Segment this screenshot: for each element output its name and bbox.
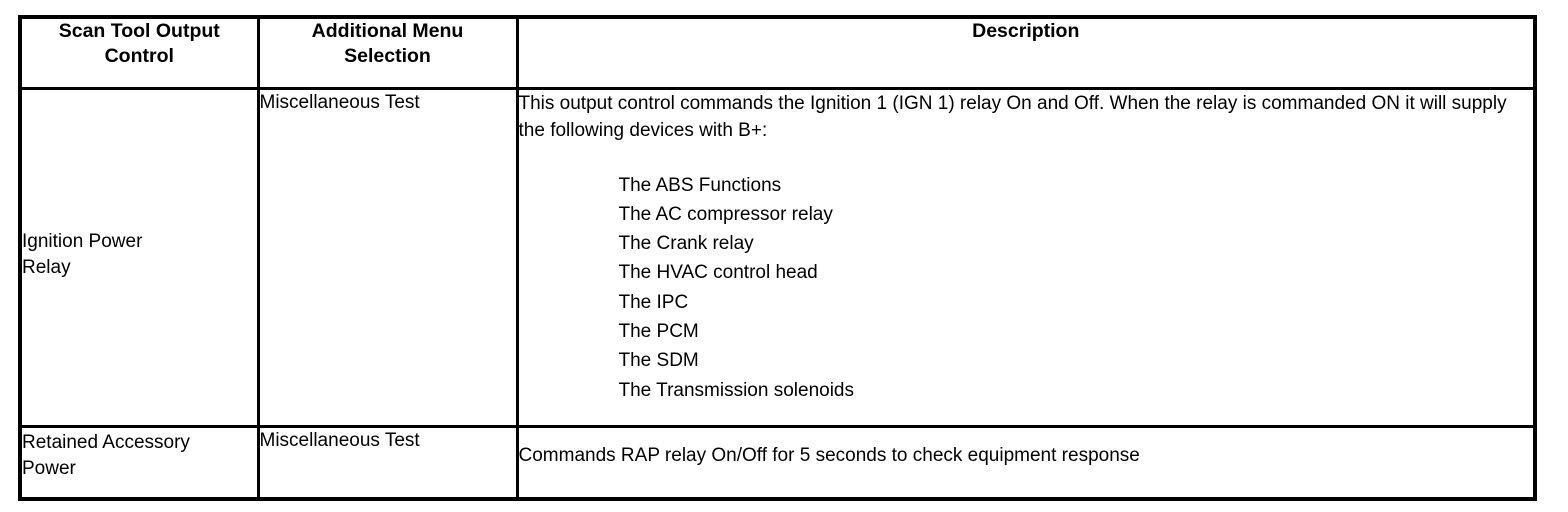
- list-item: The PCM: [618, 320, 699, 342]
- list-item: The ABS Functions: [618, 174, 782, 196]
- table-row: Ignition Power Relay Miscellaneous Test …: [18, 86, 1537, 428]
- device-list: The ABS Functions The AC compressor rela…: [519, 171, 1534, 405]
- control-name-line-1: Retained Accessory: [22, 431, 190, 453]
- list-item: The Transmission solenoids: [618, 379, 855, 401]
- column-header-description: Description: [515, 15, 1537, 90]
- table-header-row: Scan Tool Output Control Additional Menu…: [18, 15, 1537, 90]
- column-header-line-1: Scan Tool Output: [58, 20, 220, 42]
- column-header-line-2: Control: [104, 45, 174, 67]
- control-name-line-1: Ignition Power: [22, 230, 143, 252]
- table-row: Retained Accessory Power Miscellaneous T…: [18, 424, 1537, 501]
- column-header-label: Description: [972, 20, 1080, 42]
- list-item: The IPC: [618, 291, 689, 313]
- description-paragraph: Commands RAP relay On/Off for 5 seconds …: [518, 444, 1140, 466]
- cell-control-retained-accessory-power: Retained Accessory Power: [18, 424, 260, 501]
- column-header-line-1: Additional Menu: [311, 20, 464, 42]
- description-paragraph: This output control commands the Ignitio…: [518, 92, 1507, 141]
- column-header-additional-menu-selection: Additional Menu Selection: [256, 15, 519, 90]
- list-item: The Crank relay: [618, 233, 754, 255]
- cell-control-ignition-power-relay: Ignition Power Relay: [18, 86, 260, 428]
- column-header-line-2: Selection: [344, 45, 431, 67]
- table-header: Scan Tool Output Control Additional Menu…: [18, 15, 1537, 90]
- list-item: The HVAC control head: [618, 262, 818, 284]
- cell-menu-selection-miscellaneous-test: Miscellaneous Test: [256, 86, 519, 428]
- list-item: The AC compressor relay: [618, 203, 833, 225]
- scan-tool-output-control-table: Scan Tool Output Control Additional Menu…: [18, 15, 1537, 501]
- menu-selection-label: Miscellaneous Test: [259, 429, 420, 451]
- table-body: Ignition Power Relay Miscellaneous Test …: [18, 86, 1537, 501]
- control-name: Retained Accessory Power: [22, 428, 257, 482]
- cell-description-retained-accessory-power: Commands RAP relay On/Off for 5 seconds …: [515, 424, 1537, 501]
- cell-menu-selection-miscellaneous-test: Miscellaneous Test: [256, 424, 519, 501]
- cell-description-ignition-power-relay: This output control commands the Ignitio…: [515, 86, 1537, 428]
- column-header-scan-tool-output-control: Scan Tool Output Control: [18, 15, 260, 90]
- list-item: The SDM: [618, 350, 699, 372]
- control-name: Ignition Power Relay: [22, 90, 257, 281]
- control-name-line-2: Relay: [22, 256, 71, 278]
- menu-selection-label: Miscellaneous Test: [259, 91, 420, 113]
- control-name-line-2: Power: [22, 457, 76, 479]
